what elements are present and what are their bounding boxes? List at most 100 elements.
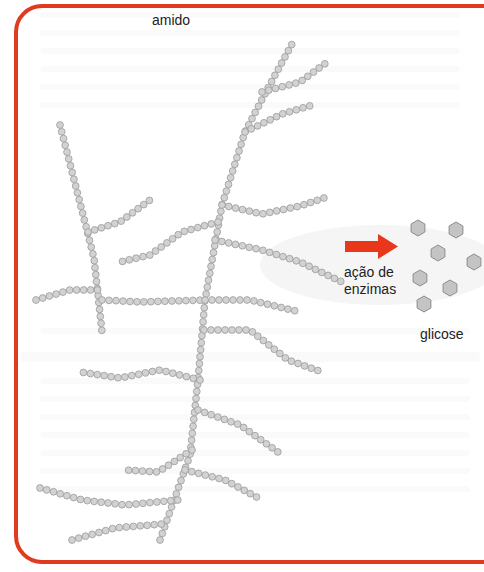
glucose-bead [65,156,72,163]
glucose-bead [215,327,222,334]
glucose-bead [181,228,188,235]
glucose-bead [286,255,293,262]
glucose-bead [96,529,103,536]
glucose-bead [190,416,197,423]
glucose-bead [147,499,154,506]
glucose-bead [218,208,225,215]
glucose-bead [176,297,183,304]
glucose-bead [216,297,223,304]
glucose-bead [228,480,235,487]
glucose-bead [279,110,286,117]
glucose-bead [265,87,272,94]
glucose-bead [314,367,321,374]
glucose-bead [87,287,94,294]
glucose-bead [246,244,253,251]
glucose-bead [128,372,135,379]
glucose-label: glicose [420,326,464,343]
glucose-bead [176,372,183,379]
glucose-bead [215,219,222,226]
glucose-bead [159,530,166,537]
glucose-bead [185,457,192,464]
glucose-hexagon [431,245,445,261]
glucose-bead [174,497,181,504]
glucose-bead [105,500,112,507]
glucose-bead [214,414,221,421]
glucose-bead [272,72,279,79]
glucose-bead [91,257,98,264]
glucose-bead [161,498,168,505]
glucose-bead [247,490,254,497]
glucose-bead [225,181,232,188]
glucose-bead [286,82,293,89]
glucose-bead [190,297,197,304]
glucose-bead [300,104,307,111]
red-frame [16,6,484,562]
glucose-bead [169,298,176,305]
glucose-bead [291,307,298,314]
glucose-bead [252,109,259,116]
glucose-bead [195,367,202,374]
glucose-bead [242,129,249,136]
glucose-bead [175,484,182,491]
glucose-bead [295,360,302,367]
glucose-bead [157,537,164,544]
glucose-bead [209,256,216,263]
glucose-bead [208,263,215,270]
glucose-bead [253,209,260,216]
glucose-bead [85,229,92,236]
glucose-bead [282,355,289,362]
glucose-bead [133,501,140,508]
glucose-bead [237,297,244,304]
glucose-bead [331,275,338,282]
glucose-bead [69,169,76,176]
glucose-bead [80,287,87,294]
glucose-bead [222,477,229,484]
glucose-bead [190,423,197,430]
glucose-bead [78,203,85,210]
glucose-bead [279,83,286,90]
glucose-bead [148,298,155,305]
glucose-bead [273,251,280,258]
glucose-bead [96,306,103,313]
glucose-bead [79,210,86,217]
glucose-bead [200,318,207,325]
glucose-bead [146,468,153,475]
glucose-bead [137,522,144,529]
glucose-bead [266,209,273,216]
glucose-bead [126,256,133,263]
glucose-bead [173,490,180,497]
glucose-bead [196,360,203,367]
glucose-bead [113,297,120,304]
glucose-bead [64,149,71,156]
glucose-bead [46,293,53,300]
glucose-bead [280,206,287,213]
glucose-bead [223,188,230,195]
glucose-bead [321,195,328,202]
glucose-bead [153,469,160,476]
glucose-bead [299,260,306,267]
glucose-bead [140,500,147,507]
glucose-bead [109,525,116,532]
glucose-bead [201,327,208,334]
glucose-bead [243,327,250,334]
glucose-bead [202,472,209,479]
glucose-bead [120,298,127,305]
glucose-bead [268,78,275,85]
glucose-bead [225,203,232,210]
glucose-bead [142,370,149,377]
glucose-bead [158,521,165,528]
glucose-bead [230,297,237,304]
glucose-bead [75,535,82,542]
glucose-bead [202,298,209,305]
glucose-bead [239,206,246,213]
glucose-bead [201,304,208,311]
glucose-bead [216,475,223,482]
glucose-bead [140,253,147,260]
glucose-bead [135,371,142,378]
glucose-hexagon [449,222,463,238]
glucose-bead [37,485,44,492]
glucose-bead [278,60,285,67]
glucose-bead [229,168,236,175]
glucose-bead [99,297,106,304]
glucose-bead [273,113,280,120]
